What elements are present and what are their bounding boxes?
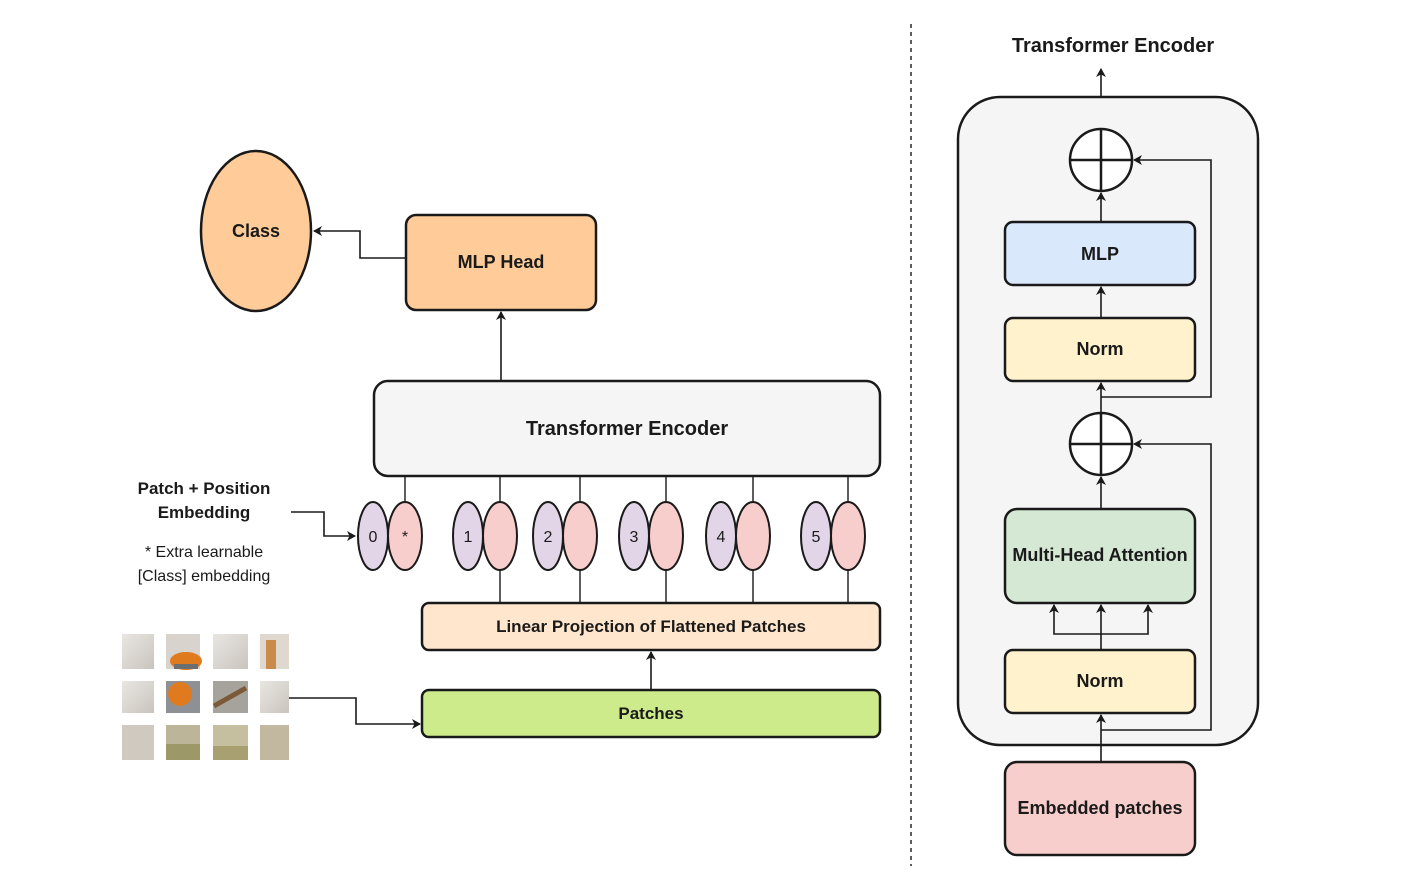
embedded-patches-label: Embedded patches bbox=[1017, 798, 1182, 818]
token-pair-5 bbox=[800, 501, 866, 571]
token-label-1: 1 bbox=[464, 529, 473, 546]
token-connectors bbox=[404, 476, 849, 603]
norm-bottom-node: Norm bbox=[1003, 648, 1197, 715]
embedding-note-line2: [Class] embedding bbox=[138, 568, 271, 585]
skip-connection-top bbox=[1101, 155, 1212, 398]
embedding-note-line1: * Extra learnable bbox=[145, 544, 263, 561]
token-label-4: 4 bbox=[717, 529, 726, 546]
class-label: Class bbox=[232, 221, 280, 241]
norm-top-node: Norm bbox=[1003, 316, 1197, 383]
token-label-0: 0 bbox=[369, 529, 378, 546]
mlp-head-label: MLP Head bbox=[458, 252, 545, 272]
mlp-node: MLP bbox=[1003, 220, 1197, 287]
norm-bottom-label: Norm bbox=[1076, 671, 1123, 691]
mlp-to-class-arrow bbox=[313, 226, 406, 259]
patches-label: Patches bbox=[618, 704, 683, 723]
token-pair-0 bbox=[357, 501, 423, 571]
embedding-note: Patch + Position Embedding * Extra learn… bbox=[138, 479, 271, 585]
embedded-patches-node: Embedded patches bbox=[1003, 760, 1197, 857]
qkv-arrows bbox=[1049, 604, 1153, 650]
mlp-label: MLP bbox=[1081, 244, 1119, 264]
embedding-title-line1: Patch + Position bbox=[138, 479, 271, 498]
token-label-3: 3 bbox=[630, 529, 639, 546]
norm-top-label: Norm bbox=[1076, 339, 1123, 359]
class-node: Class bbox=[199, 149, 313, 313]
embedding-title-line2: Embedding bbox=[158, 503, 251, 522]
token-label-5: 5 bbox=[812, 529, 821, 546]
transformer-encoder-label: Transformer Encoder bbox=[526, 418, 729, 440]
image-patches bbox=[122, 634, 289, 760]
mha-node: Multi-Head Attention bbox=[1003, 507, 1197, 605]
add-circle-icon bbox=[1068, 127, 1134, 193]
transformer-encoder-node: Transformer Encoder bbox=[372, 379, 882, 478]
linear-projection-node: Linear Projection of Flattened Patches bbox=[420, 601, 882, 652]
patches-node: Patches bbox=[420, 688, 882, 739]
token-pair-3 bbox=[618, 501, 684, 571]
token-label-star: * bbox=[402, 529, 408, 546]
linear-projection-label: Linear Projection of Flattened Patches bbox=[496, 617, 806, 636]
add-circle-icon-lower bbox=[1068, 411, 1134, 477]
image-to-patches-arrow bbox=[289, 697, 421, 729]
skip-connection-bottom bbox=[1101, 439, 1212, 731]
embedding-to-token-arrow bbox=[291, 511, 356, 541]
token-labels: 0 * 1 2 3 4 5 bbox=[369, 529, 821, 546]
mlp-head-node: MLP Head bbox=[404, 213, 598, 312]
token-pair-4 bbox=[705, 501, 771, 571]
token-row bbox=[357, 501, 866, 571]
token-pair-2 bbox=[532, 501, 598, 571]
encoder-block-title: Transformer Encoder bbox=[1012, 35, 1215, 57]
mha-label: Multi-Head Attention bbox=[1012, 545, 1187, 565]
token-pair-1 bbox=[452, 501, 518, 571]
token-label-2: 2 bbox=[544, 529, 553, 546]
